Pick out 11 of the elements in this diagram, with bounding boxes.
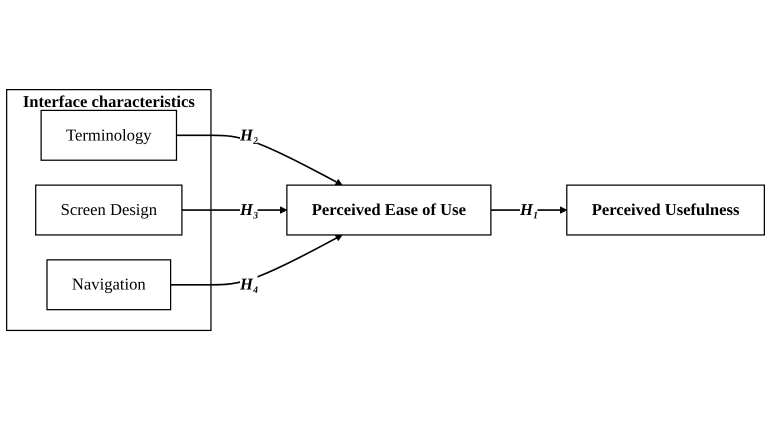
arrow: [170, 235, 343, 286]
edge-label: H₃: [240, 201, 259, 220]
node-box: Perceived Usefulness: [566, 184, 765, 236]
node-box: Terminology: [40, 110, 178, 162]
edge-label: H₁: [520, 201, 539, 220]
node-box: Perceived Ease of Use: [286, 184, 492, 236]
node-box: Screen Design: [35, 184, 183, 236]
node-box: Navigation: [46, 260, 172, 311]
edge-label: H₂: [240, 126, 259, 145]
edge-label: H₄: [240, 276, 259, 294]
arrow: [176, 134, 343, 186]
